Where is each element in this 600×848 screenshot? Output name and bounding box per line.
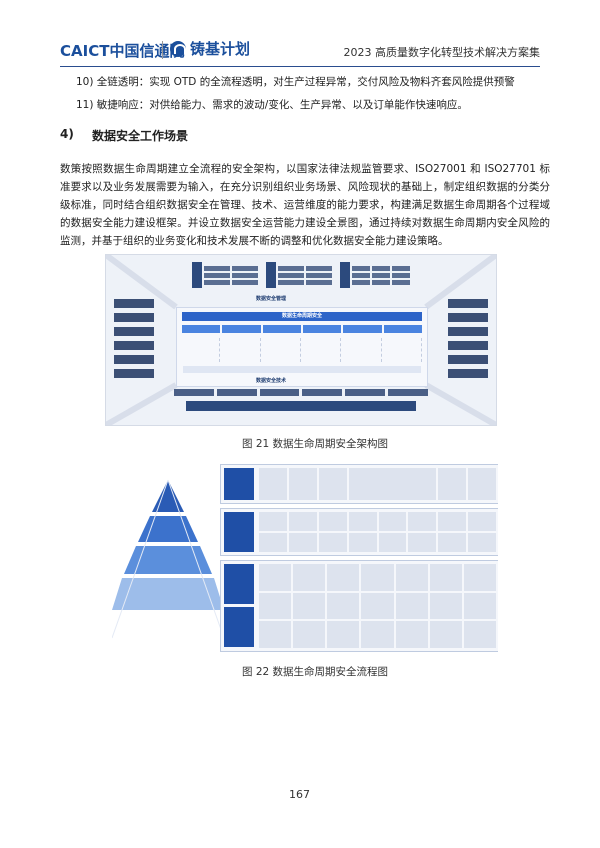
partner-logo-text: 铸基计划	[190, 40, 251, 58]
figure-21-perspective-lines	[106, 255, 496, 425]
figure-21-lifecycle-banner: 数据生命周期安全	[182, 312, 422, 321]
figure-21-stage-details	[182, 338, 422, 362]
figure-21-core-base	[183, 366, 421, 373]
section-title: 数据安全工作场景	[92, 129, 189, 143]
figure-21-left-column	[114, 299, 154, 378]
header-rule	[60, 66, 540, 67]
section-number: 4)	[60, 127, 74, 141]
figure-21-technology-label: 数据安全技术	[256, 378, 287, 384]
figure-21-stages	[182, 325, 422, 333]
figure-21-caption: 图 21 数据生命周期安全架构图	[242, 438, 389, 450]
partner-logo-icon	[170, 40, 186, 57]
page-number: 167	[289, 788, 310, 801]
figure-21-technology-row	[174, 389, 428, 396]
figure-22-band-3	[220, 560, 498, 652]
document-title: 2023 高质量数字化转型技术解决方案集	[343, 46, 541, 59]
list-item-10: 10) 全链透明：实现 OTD 的全流程透明，对生产过程异常，交付风险及物料齐套…	[76, 76, 515, 88]
figure-22-band-2	[220, 508, 498, 556]
body-paragraph: 数策按照数据生命周期建立全流程的安全架构，以国家法律法规监管要求、ISO2700…	[60, 163, 550, 247]
partner-logo: 铸基计划	[170, 38, 250, 59]
figure-21-architecture: 数据安全管理 数据生命周期安全 数据安全技术	[105, 254, 497, 426]
figure-21-lifecycle-core: 数据生命周期安全	[176, 307, 428, 387]
figure-22-process	[108, 462, 498, 654]
figure-21-right-column	[448, 299, 488, 378]
caict-logo-en: CAICT	[60, 42, 110, 60]
caict-logo: CAICT中国信通院	[60, 40, 184, 61]
figure-22-band-1	[220, 464, 498, 504]
logo-divider	[162, 41, 163, 59]
list-item-11: 11) 敏捷响应：对供给能力、需求的波动/变化、生产异常、以及订单能作快速响应。	[76, 99, 468, 111]
figure-21-foundation-bar	[186, 401, 416, 411]
figure-21-management-label: 数据安全管理	[256, 296, 287, 302]
figure-21-top-governance	[166, 261, 436, 289]
figure-22-caption: 图 22 数据生命周期安全流程图	[242, 666, 389, 678]
caict-logo-cn: 中国信通院	[109, 42, 185, 60]
figure-22-pyramid	[112, 479, 224, 639]
